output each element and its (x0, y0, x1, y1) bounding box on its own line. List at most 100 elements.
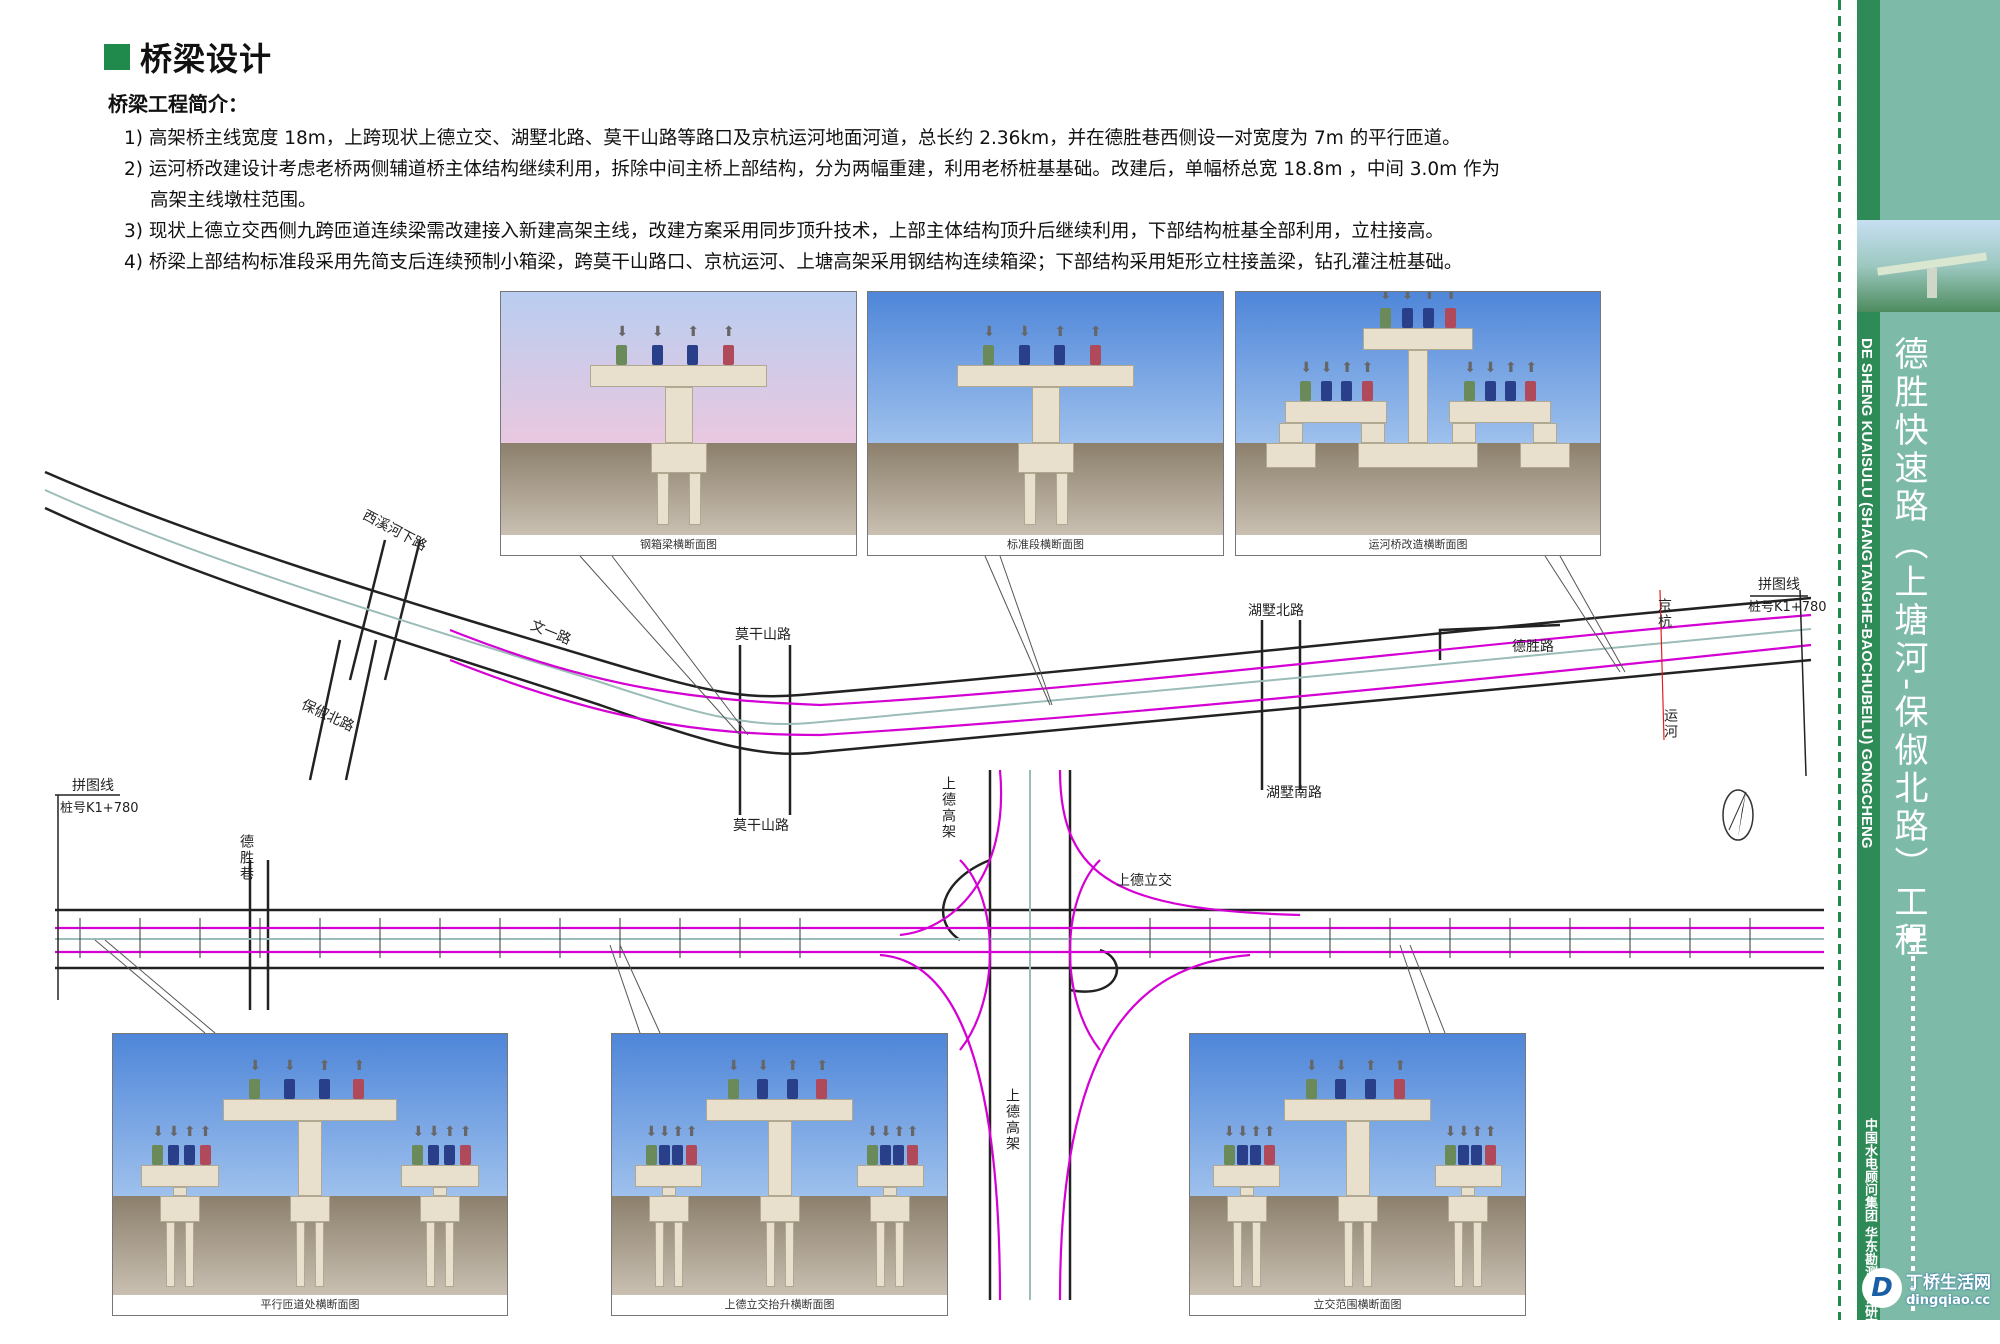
traffic-arrow-icon: ⬇ (1018, 323, 1031, 340)
pile (784, 1222, 794, 1287)
vehicle (685, 1144, 697, 1165)
section-caption: 立交范围横断面图 (1313, 1298, 1402, 1311)
traffic-arrow-icon: ⬆ (183, 1123, 196, 1140)
vehicle (1484, 381, 1496, 402)
traffic-arrow-icon: ⬇ (727, 1058, 740, 1075)
bridge-deck (1363, 328, 1473, 351)
bridge-deck (1213, 1164, 1281, 1187)
traffic-arrow-icon: ⬆ (906, 1123, 919, 1140)
section-title: 桥梁设计 (104, 34, 272, 80)
vehicle (183, 1144, 195, 1165)
vehicle (722, 344, 734, 365)
traffic-arrow-icon: ⬇ (757, 1058, 770, 1075)
traffic-arrow-icon: ⬆ (1263, 1123, 1276, 1140)
pile (1473, 1222, 1483, 1287)
traffic-arrow-icon: ⬇ (1444, 1123, 1457, 1140)
vehicle (866, 1144, 878, 1165)
traffic-arrow-icon: ⬆ (685, 1123, 698, 1140)
pile-cap (1448, 1196, 1489, 1222)
pier-column (661, 1186, 676, 1196)
label-shangde-interchange: 上德立交 (1116, 873, 1172, 889)
traffic-arrow-icon: ⬇ (1401, 292, 1414, 304)
pile-cap (290, 1196, 330, 1222)
match-line-right-title: 拼图线 (1758, 577, 1800, 593)
section-panel-canal-bridge: ⬇⬇⬆⬆⬇⬇⬆⬆⬇⬇⬆⬆ 运河桥改造横断面图 (1235, 291, 1601, 556)
traffic-arrow-icon: ⬇ (1464, 360, 1476, 377)
pile-cap (870, 1196, 911, 1222)
watermark-en: dingqiao.cc (1906, 1293, 1991, 1308)
watermark-cn: 丁桥生活网 (1906, 1273, 1991, 1293)
ramp-3 (879, 953, 1002, 1301)
match-line-left-marker (55, 794, 120, 1000)
traffic-arrow-icon: ⬆ (1445, 292, 1458, 304)
ramp-5 (959, 859, 991, 1051)
pile (1251, 1222, 1261, 1287)
vehicle (1018, 344, 1030, 365)
pier-column (172, 1186, 187, 1196)
traffic-arrow-icon: ⬆ (1361, 360, 1374, 377)
bridge-deck (635, 1164, 703, 1187)
intro-item: 1) 高架桥主线宽度 18m，上跨现状上德立交、湖墅北路、莫干山路等路口及京杭运… (124, 128, 1461, 149)
traffic-arrow-icon: ⬇ (1236, 1123, 1249, 1140)
traffic-arrow-icon: ⬆ (722, 323, 735, 340)
pile (1454, 1222, 1464, 1287)
traffic-arrow-icon: ⬆ (1364, 1058, 1377, 1075)
pier-column (1278, 423, 1303, 443)
traffic-arrow-icon: ⬇ (152, 1123, 165, 1140)
traffic-arrow-icon: ⬇ (428, 1123, 440, 1140)
traffic-arrow-icon: ⬆ (1525, 360, 1538, 377)
bridge-deck (223, 1099, 397, 1122)
section-caption: 上德立交抬升横断面图 (724, 1298, 835, 1311)
vehicle (1236, 1144, 1248, 1165)
intro-block: 桥梁工程简介： 1) 高架桥主线宽度 18m，上跨现状上德立交、湖墅北路、莫干山… (108, 88, 1668, 278)
callout-leaders (94, 555, 1626, 1034)
pier-column (1360, 423, 1385, 443)
vehicle (168, 1144, 180, 1165)
ramp-2 (1058, 769, 1301, 917)
pile (765, 1222, 775, 1287)
pile-cap (648, 1196, 689, 1222)
section-panel-standard: ⬇⬇⬆⬆ 标准段横断面图 (867, 291, 1224, 556)
pile-cap (650, 443, 707, 473)
pile (315, 1222, 324, 1287)
pile (1232, 1222, 1242, 1287)
vehicle (1445, 308, 1457, 329)
hushu-road (1260, 620, 1302, 790)
pier-column (664, 386, 693, 443)
match-line-right-station: 桩号K1+780 (1748, 600, 1827, 615)
vehicle (983, 344, 995, 365)
vehicle (1379, 308, 1391, 329)
vehicle (428, 1144, 440, 1165)
vehicle (757, 1079, 769, 1100)
viaduct-upper-north (449, 613, 1812, 707)
compass-icon (1722, 789, 1754, 841)
traffic-arrow-icon: ⬇ (1305, 1058, 1318, 1075)
sidebar-bridge-photo (1857, 220, 2000, 312)
traffic-arrow-icon: ⬆ (1471, 1123, 1484, 1140)
traffic-arrow-icon: ⬆ (786, 1058, 799, 1075)
vehicle (353, 1079, 365, 1100)
vehicle (1471, 1144, 1483, 1165)
sidebar-english-title: DE SHENG KUAISULU (SHANGTANGHE-BAOCHUBEI… (1858, 338, 1875, 849)
section-caption: 标准段横断面图 (1007, 538, 1084, 551)
pile-cap (159, 1196, 200, 1222)
vehicle (1458, 1144, 1469, 1165)
vehicle (906, 1144, 918, 1165)
match-line-left-title: 拼图线 (72, 778, 114, 794)
ramp-1 (899, 769, 1003, 937)
traffic-arrow-icon: ⬇ (249, 1058, 262, 1075)
pier-column (1031, 386, 1060, 443)
label-desheng-road: 德胜路 (1512, 639, 1554, 655)
bridge-deck (1434, 1164, 1502, 1187)
section-caption: 运河桥改造横断面图 (1368, 538, 1468, 551)
vehicle (1525, 381, 1537, 402)
traffic-arrow-icon: ⬆ (318, 1058, 331, 1075)
traffic-arrow-icon: ⬆ (1089, 323, 1102, 340)
shangde-loop-se (1069, 948, 1118, 993)
vehicle (1504, 381, 1516, 402)
vehicle (1341, 381, 1353, 402)
vehicle (786, 1079, 798, 1100)
sidebar-project-title: 德胜快速路（上塘河-保俶北路）工程 (1888, 336, 1928, 961)
pile-cap (1337, 1196, 1378, 1222)
pile (426, 1222, 436, 1287)
